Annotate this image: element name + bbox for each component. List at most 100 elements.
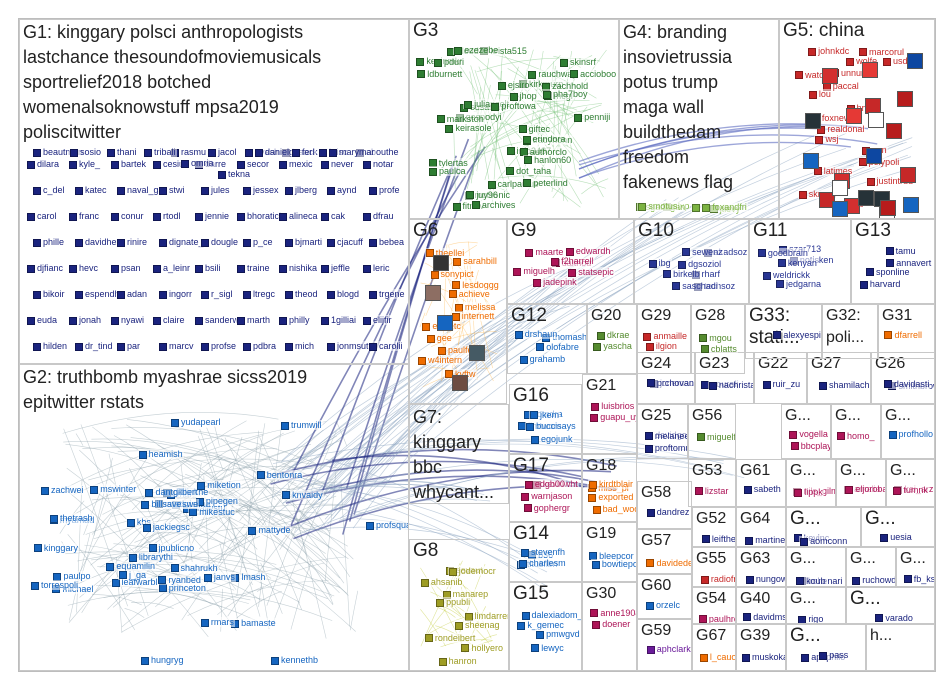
node[interactable]: dantgilbert: [144, 487, 199, 498]
node[interactable]: ldburnett: [416, 68, 464, 79]
node[interactable]: phille: [32, 237, 66, 247]
profile-avatar-icon[interactable]: [902, 196, 919, 213]
node[interactable]: kyle_: [68, 159, 102, 169]
node[interactable]: ejsiro: [496, 80, 531, 91]
node[interactable]: ppubli: [435, 597, 472, 608]
node[interactable]: a_leinr: [152, 263, 192, 273]
node[interactable]: jessex: [242, 185, 280, 195]
node[interactable]: marcorul: [858, 46, 906, 57]
node[interactable]: c_del: [32, 185, 66, 195]
node[interactable]: ezezebe: [453, 45, 500, 56]
node[interactable]: ruir_zu: [761, 379, 802, 390]
node[interactable]: par: [116, 341, 142, 351]
node[interactable]: gee: [425, 333, 453, 344]
node[interactable]: bentonra: [255, 469, 304, 480]
node[interactable]: charlesm: [518, 558, 567, 569]
node[interactable]: miguelh: [512, 266, 556, 277]
node[interactable]: dkrae: [595, 330, 631, 341]
node[interactable]: paulca: [427, 165, 467, 176]
node[interactable]: conur: [110, 211, 145, 221]
node[interactable]: pipegen: [194, 495, 239, 506]
node[interactable]: edwardh: [564, 246, 612, 257]
node[interactable]: sabeth: [742, 484, 782, 495]
node[interactable]: equamilin: [105, 561, 156, 572]
profile-avatar-icon[interactable]: [845, 108, 862, 125]
node[interactable]: bartek: [110, 159, 148, 169]
node[interactable]: j_ga: [117, 569, 147, 580]
node[interactable]: bad_woof: [591, 504, 636, 515]
node[interactable]: kinggary: [32, 542, 79, 553]
node[interactable]: leifthetank: [700, 533, 735, 544]
node[interactable]: proftomu: [643, 443, 687, 454]
node[interactable]: wolfe: [845, 56, 879, 67]
profile-avatar-icon[interactable]: [897, 91, 914, 108]
node[interactable]: philly: [278, 315, 311, 325]
node[interactable]: weldrickk: [761, 269, 811, 280]
node[interactable]: aphclark: [645, 644, 691, 655]
node[interactable]: miketion: [196, 480, 242, 491]
profile-avatar-icon[interactable]: [865, 148, 882, 165]
node[interactable]: ilgion: [644, 341, 678, 352]
node[interactable]: alineca: [278, 211, 319, 221]
node[interactable]: doener: [591, 619, 632, 630]
node[interactable]: traine: [236, 263, 271, 273]
node[interactable]: euda: [26, 315, 59, 325]
node[interactable]: accioboo: [569, 68, 618, 79]
node[interactable]: bhoraticle: [236, 211, 288, 221]
node[interactable]: grahamb: [518, 353, 567, 364]
node[interactable]: jonah: [68, 315, 103, 325]
profile-avatar-icon[interactable]: [437, 315, 454, 331]
node[interactable]: f2harrell: [550, 256, 595, 267]
node[interactable]: lizstar: [693, 485, 730, 496]
node[interactable]: carlpaulus: [486, 179, 540, 190]
node[interactable]: franc: [68, 211, 101, 221]
node[interactable]: marymar: [328, 147, 376, 157]
node[interactable]: harvard: [858, 279, 902, 290]
node[interactable]: omria: [180, 158, 215, 168]
node[interactable]: janvs: [202, 571, 236, 582]
node[interactable]: profsqua: [365, 520, 408, 530]
node[interactable]: katec: [74, 185, 108, 195]
node[interactable]: dalexiadom_gr: [520, 610, 581, 621]
node[interactable]: fb_ksl: [902, 573, 934, 584]
node[interactable]: martine: [744, 535, 785, 546]
node[interactable]: danielg: [254, 147, 296, 157]
node[interactable]: pduri: [432, 57, 465, 68]
node[interactable]: carolii: [368, 341, 404, 351]
node[interactable]: bowtiepo: [590, 559, 636, 570]
node[interactable]: profse: [200, 341, 238, 351]
node[interactable]: sosio: [69, 147, 103, 157]
node[interactable]: billsave: [140, 499, 183, 510]
node[interactable]: sanderw: [194, 315, 241, 325]
node[interactable]: jacol: [207, 147, 238, 157]
node[interactable]: dfarrell: [883, 329, 923, 340]
node[interactable]: prchovan: [645, 377, 694, 388]
node[interactable]: notar: [362, 159, 395, 169]
node[interactable]: vogella: [788, 429, 829, 440]
node[interactable]: sewenz: [681, 246, 724, 257]
node[interactable]: knvaidy: [281, 489, 324, 500]
node[interactable]: 1gilliai: [320, 315, 358, 325]
node[interactable]: nachrista: [707, 380, 753, 391]
node[interactable]: cak: [320, 211, 347, 221]
node[interactable]: pmwgvd: [535, 629, 581, 640]
node[interactable]: buccisays: [525, 420, 577, 431]
node[interactable]: proftowa: [490, 100, 537, 111]
node[interactable]: maarte: [524, 247, 565, 258]
node[interactable]: paulfeig: [436, 344, 481, 355]
node[interactable]: mich: [284, 341, 316, 351]
node[interactable]: davidasti: [882, 378, 931, 389]
node[interactable]: mattyde: [247, 525, 292, 536]
node[interactable]: bikoir: [32, 289, 66, 299]
node[interactable]: smotus: [637, 201, 679, 212]
node[interactable]: adan: [116, 289, 149, 299]
node[interactable]: justintrud: [865, 176, 915, 187]
node[interactable]: rauchway: [527, 69, 578, 80]
node[interactable]: sponline: [864, 266, 911, 277]
node[interactable]: elijfir: [362, 315, 393, 325]
node[interactable]: stwi: [158, 185, 186, 195]
node[interactable]: koub: [795, 575, 827, 586]
node[interactable]: jules: [200, 185, 231, 195]
profile-avatar-icon[interactable]: [451, 375, 468, 391]
node[interactable]: edgb00: [523, 479, 566, 490]
